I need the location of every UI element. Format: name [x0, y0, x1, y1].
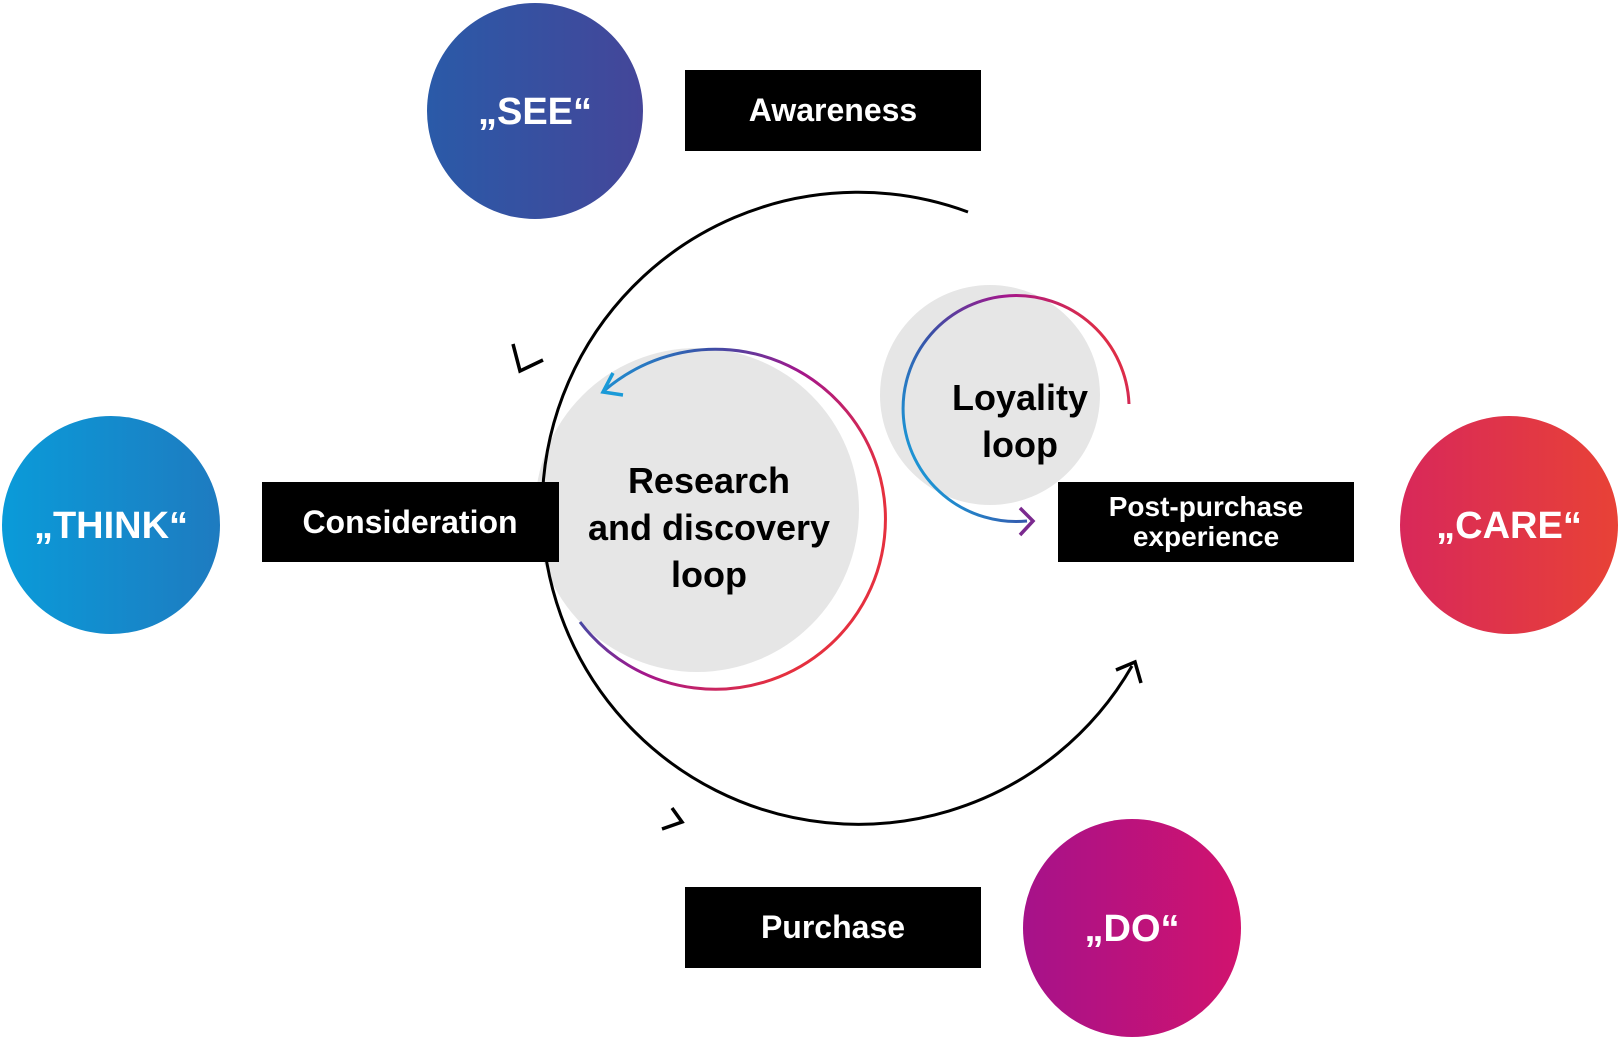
- post-purchase-box: [1058, 482, 1354, 562]
- purchase-label: Purchase: [761, 909, 905, 945]
- consideration-box: [262, 482, 559, 562]
- loyalty-loop-line1: Loyality: [952, 377, 1088, 418]
- loyalty-loop-line2: loop: [982, 424, 1058, 465]
- see-circle: [427, 3, 643, 219]
- research-loop-line1: Research: [628, 460, 790, 501]
- purchase-box: [685, 887, 981, 968]
- post-purchase-label-line1: Post-purchase: [1109, 491, 1304, 522]
- arrowhead-awareness-to-consideration: [511, 343, 544, 374]
- loyalty-loop-arc: [901, 294, 1131, 524]
- think-circle: [2, 416, 220, 634]
- see-label: „SEE“: [478, 91, 592, 133]
- journey-arc: [540, 190, 1134, 826]
- loyalty-loop-circle: [880, 285, 1100, 505]
- consideration-label: Consideration: [302, 504, 517, 540]
- research-loop-line3: loop: [671, 554, 747, 595]
- care-circle: [1400, 416, 1618, 634]
- research-loop-circle: [535, 348, 859, 672]
- do-circle: [1023, 819, 1241, 1037]
- think-label: „THINK“: [34, 505, 188, 547]
- arrowhead-purchase-to-care: [1115, 659, 1143, 684]
- loyalty-loop-arrowhead: [1018, 506, 1036, 537]
- research-loop-line2: and discovery: [588, 507, 830, 548]
- research-loop-arc: [578, 347, 887, 691]
- arrowhead-consideration-to-purchase: [661, 806, 685, 831]
- care-label: „CARE“: [1436, 505, 1582, 547]
- post-purchase-label-line2: experience: [1133, 521, 1279, 552]
- research-loop-arrowhead: [600, 372, 624, 397]
- awareness-label: Awareness: [749, 92, 917, 128]
- awareness-box: [685, 70, 981, 151]
- do-label: „DO“: [1085, 908, 1180, 950]
